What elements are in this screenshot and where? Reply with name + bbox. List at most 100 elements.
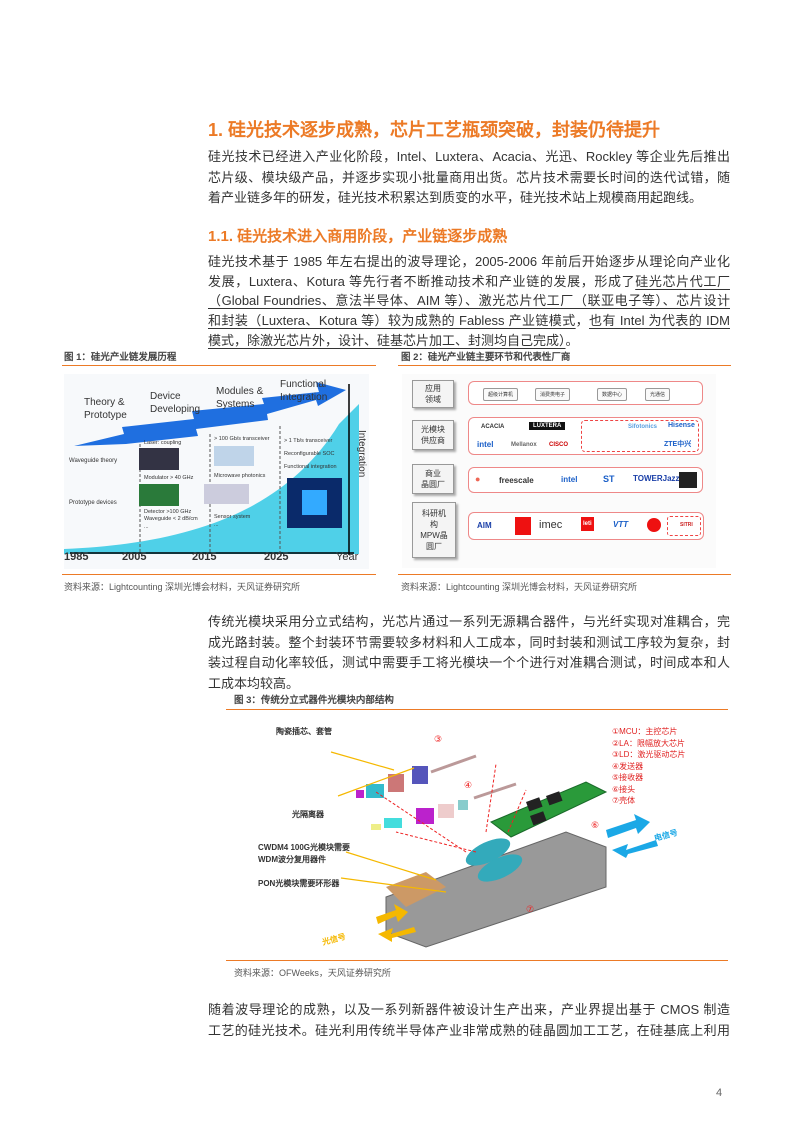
paragraph-line: 随着波导理论的成熟，以及一系列新器件被设计生产出来，产业界提出基于 CMOS 制…	[208, 1002, 730, 1017]
section-heading-1-1: 1.1. 硅光技术进入商用阶段，产业链逐步成熟	[208, 228, 508, 245]
logo: LUXTERA	[529, 422, 566, 430]
row-box: ACACIA LUXTERA intel Mellanox CISCO Hise…	[468, 417, 703, 455]
chip: 消费类电子	[535, 388, 571, 401]
logo: intel	[561, 475, 578, 484]
page-number: 4	[716, 1087, 723, 1099]
logo: Mellanox	[511, 442, 537, 448]
paragraph-1: 硅光技术已经进入产业化阶段，Intel、Luxtera、Acacia、光迅、Ro…	[208, 147, 730, 209]
year-label: 1985	[64, 551, 89, 563]
stage-label: Device Developing	[150, 391, 201, 415]
item-label: Reconfigurable SOC	[284, 451, 335, 457]
item-label: Prototype devices	[69, 500, 117, 506]
paragraph-line: 硅光技术已经进入产业化阶段，Intel、Luxtera、Acacia、光迅、Ro…	[208, 149, 730, 164]
logo: Hisense	[668, 422, 695, 429]
legend-item: ③LD：激光驱动芯片	[612, 750, 686, 759]
callout-ferrule: 陶瓷插芯、套管	[276, 727, 332, 736]
logo: ZTE中兴	[664, 441, 692, 448]
underlined-text: 模式，除激光芯片外，设计、硅基芯片加工、封测均自己完成）	[208, 332, 566, 348]
stage-label: Modules & Systems	[216, 386, 264, 410]
year-axis: 1985 2005 2015 2025 Year	[64, 551, 369, 565]
paragraph-line: 装过程自动化率较低，测试中需要手工将光模块一个个进行对准耦合测试，时间成本和人	[208, 655, 730, 670]
row-label: 应用 领域	[412, 380, 454, 408]
legend-item: ⑤接收器	[612, 773, 644, 782]
logo	[679, 472, 697, 488]
paragraph-4: 随着波导理论的成熟，以及一系列新器件被设计生产出来，产业界提出基于 CMOS 制…	[208, 1000, 730, 1041]
item-label: Functional integration	[284, 464, 337, 470]
electric-signal-arrow	[606, 814, 650, 838]
divider	[62, 574, 376, 575]
optical-signal-arrow	[376, 904, 408, 924]
text: ，	[575, 313, 590, 329]
figure-1-title: 图 1：硅光产业链发展历程	[64, 352, 177, 363]
underlined-text: （Global Foundries、意法半导体、AIM 等）、激光芯片代工厂（联…	[208, 293, 730, 309]
logo: freescale	[499, 476, 534, 485]
stage-label: Functional Integration	[280, 379, 328, 403]
logo: Sifotonics	[628, 424, 658, 430]
paragraph-line: 工艺的硅光技术。硅光利用传统半导体产业非常成熟的硅晶圆加工工艺，在硅基底上利用	[208, 1022, 730, 1038]
optical-signal-arrow	[378, 927, 416, 942]
legend: ①MCU：主控芯片 ②LA：限幅放大芯片 ③LD：激光驱动芯片 ④发送器 ⑤接收…	[612, 726, 685, 807]
year-label: Year	[336, 551, 359, 563]
logo: AIM	[477, 521, 492, 530]
item-label: > 1 Tb/s transceiver	[284, 438, 333, 444]
paragraph-line: 芯片级、模块级产品，并逐步实现小批量商用出货。芯片技术需要长时间的迭代试错，随	[208, 169, 730, 185]
row-box: ● freescale intel ST TOWERJazz	[468, 467, 703, 493]
figure-1-diagram	[64, 382, 359, 555]
callout-isolator: 光隔离器	[292, 810, 324, 819]
underlined-text: 硅光芯片代工厂	[635, 273, 730, 289]
item-label: Modulator > 40 GHz	[144, 475, 194, 481]
legend-item: ④发送器	[612, 761, 644, 771]
row-label: 光模块 供应商	[412, 420, 454, 450]
paragraph-3: 传统光模块采用分立式结构，光芯片通过一系列无源耦合器件，与光纤实现对准耦合，完 …	[208, 612, 730, 694]
paragraph-line: 工成本均较高。	[208, 675, 300, 691]
connector-block	[386, 872, 446, 907]
year-label: 2025	[264, 551, 289, 563]
year-label: 2005	[122, 551, 147, 563]
figure-3-title: 图 3：传统分立式器件光模块内部结构	[234, 695, 394, 706]
figure-2-source: 资料来源：Lightcounting 深圳光博会材料，天风证券研究所	[401, 582, 638, 592]
logo: CISCO	[549, 442, 569, 448]
marker: ③	[434, 734, 443, 744]
optical-module-diagram	[330, 751, 658, 948]
section-heading-1: 1. 硅光技术逐步成熟，芯片工艺瓶颈突破，封装仍待提升	[208, 120, 661, 140]
legend-item: ①MCU：主控芯片	[612, 727, 678, 736]
item-label: Laser: coupling	[144, 440, 182, 446]
logo: intel	[477, 440, 494, 449]
figure-3-image: 陶瓷插芯、套管 光隔离器 CWDM4 100G光模块需要 WDM波分复用器件 P…	[226, 712, 728, 952]
highlight-box: SITRI	[667, 516, 701, 536]
logo: ●	[475, 474, 481, 484]
logo	[647, 518, 661, 532]
item-label: ...	[214, 522, 219, 528]
legend-item: ⑦壳体	[612, 796, 636, 805]
row-label: 科研机 构 MPW晶 圆厂	[412, 502, 456, 558]
figure-2-image: 应用 领域 超级计算机 消费类电子 数据中心 光通信 光模块 供应商 ACACI…	[402, 374, 716, 568]
paragraph-line: 成光路封装。整个封装环节需要较多材料和人工成本，同时封装和测试工序较为复杂，封	[208, 634, 730, 650]
callout-circulator: PON光模块需要环形器	[258, 879, 340, 888]
integration-area	[64, 404, 359, 554]
year-label: 2015	[192, 551, 217, 563]
pcb-board	[490, 781, 608, 838]
row-label: 商业 晶圆厂	[412, 464, 454, 494]
divider	[226, 709, 728, 710]
item-label: > 100 Gb/s transceiver	[214, 436, 270, 442]
stage-label: Theory & Prototype	[84, 397, 127, 421]
paragraph-line: 传统光模块采用分立式结构，光芯片通过一系列无源耦合器件，与光纤实现对准耦合，完	[208, 614, 730, 629]
underlined-text: 和封装（Luxtera、Kotura 等）较为成熟的 Fabless 产业链模式	[208, 313, 576, 329]
electric-signal-arrow	[612, 840, 658, 858]
chip: 光通信	[645, 388, 671, 401]
logo: leti	[581, 517, 594, 531]
divider	[398, 574, 731, 575]
divider	[62, 365, 376, 366]
item-label: Microwave photonics	[214, 473, 266, 479]
marker: ⑥	[591, 820, 600, 830]
y-axis-label: Integration	[356, 430, 367, 478]
callout-wdm: CWDM4 100G光模块需要 WDM波分复用器件	[258, 843, 351, 864]
item-label: Detector >100 GHz	[144, 509, 192, 515]
logo: ST	[603, 474, 615, 484]
item-label: Waveguide theory	[69, 458, 118, 464]
chip: 数据中心	[597, 388, 628, 401]
legend-item: ⑥接头	[612, 784, 636, 794]
figure-1-source: 资料来源：Lightcounting 深圳光博会材料，天风证券研究所	[64, 582, 301, 592]
logo: TOWERJazz	[633, 474, 680, 483]
item-label: ...	[144, 524, 149, 530]
